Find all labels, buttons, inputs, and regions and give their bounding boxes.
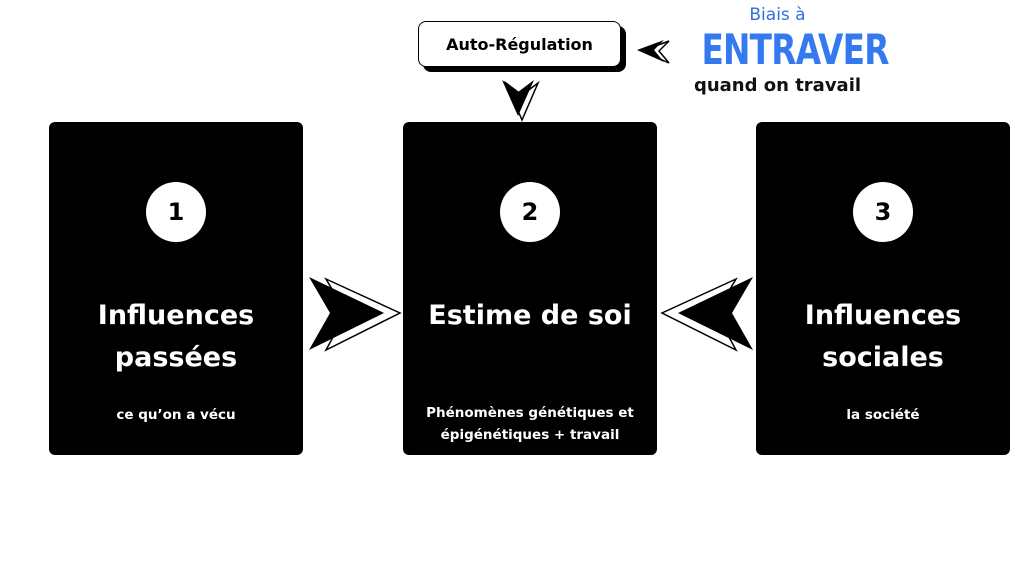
arrow-left-icon xyxy=(637,40,670,64)
brand-bottom-text: quand on travail xyxy=(693,75,862,96)
step-number-badge: 2 xyxy=(500,182,560,242)
arrow-right-icon xyxy=(309,277,402,352)
step-number-badge: 3 xyxy=(853,182,913,242)
step-number-badge: 1 xyxy=(146,182,206,242)
card-title: Estime de soi xyxy=(428,300,632,331)
card-caption: la société xyxy=(846,407,920,423)
card-title: Influences sociales xyxy=(804,300,962,373)
auto-regulation-box: Auto-Régulation xyxy=(418,21,621,67)
arrow-left-large-icon xyxy=(660,277,753,352)
brand-top-text: Biais à xyxy=(749,5,806,25)
brand-block: Biais à ENTRAVER quand on travail xyxy=(680,2,890,98)
auto-regulation-label: Auto-Régulation xyxy=(446,34,593,54)
card-influences-passees: 1 Influences passées ce qu’on a vécu xyxy=(49,122,303,455)
card-caption: Phénomènes génétiques et épigénétiques +… xyxy=(426,405,634,443)
brand-main-text: ENTRAVER xyxy=(701,25,889,74)
card-influences-sociales: 3 Influences sociales la société xyxy=(756,122,1010,455)
arrow-down-icon xyxy=(502,80,540,122)
card-estime-de-soi: 2 Estime de soi Phénomènes génétiques et… xyxy=(403,122,657,455)
card-title: Influences passées xyxy=(97,300,255,373)
card-caption: ce qu’on a vécu xyxy=(116,407,236,423)
